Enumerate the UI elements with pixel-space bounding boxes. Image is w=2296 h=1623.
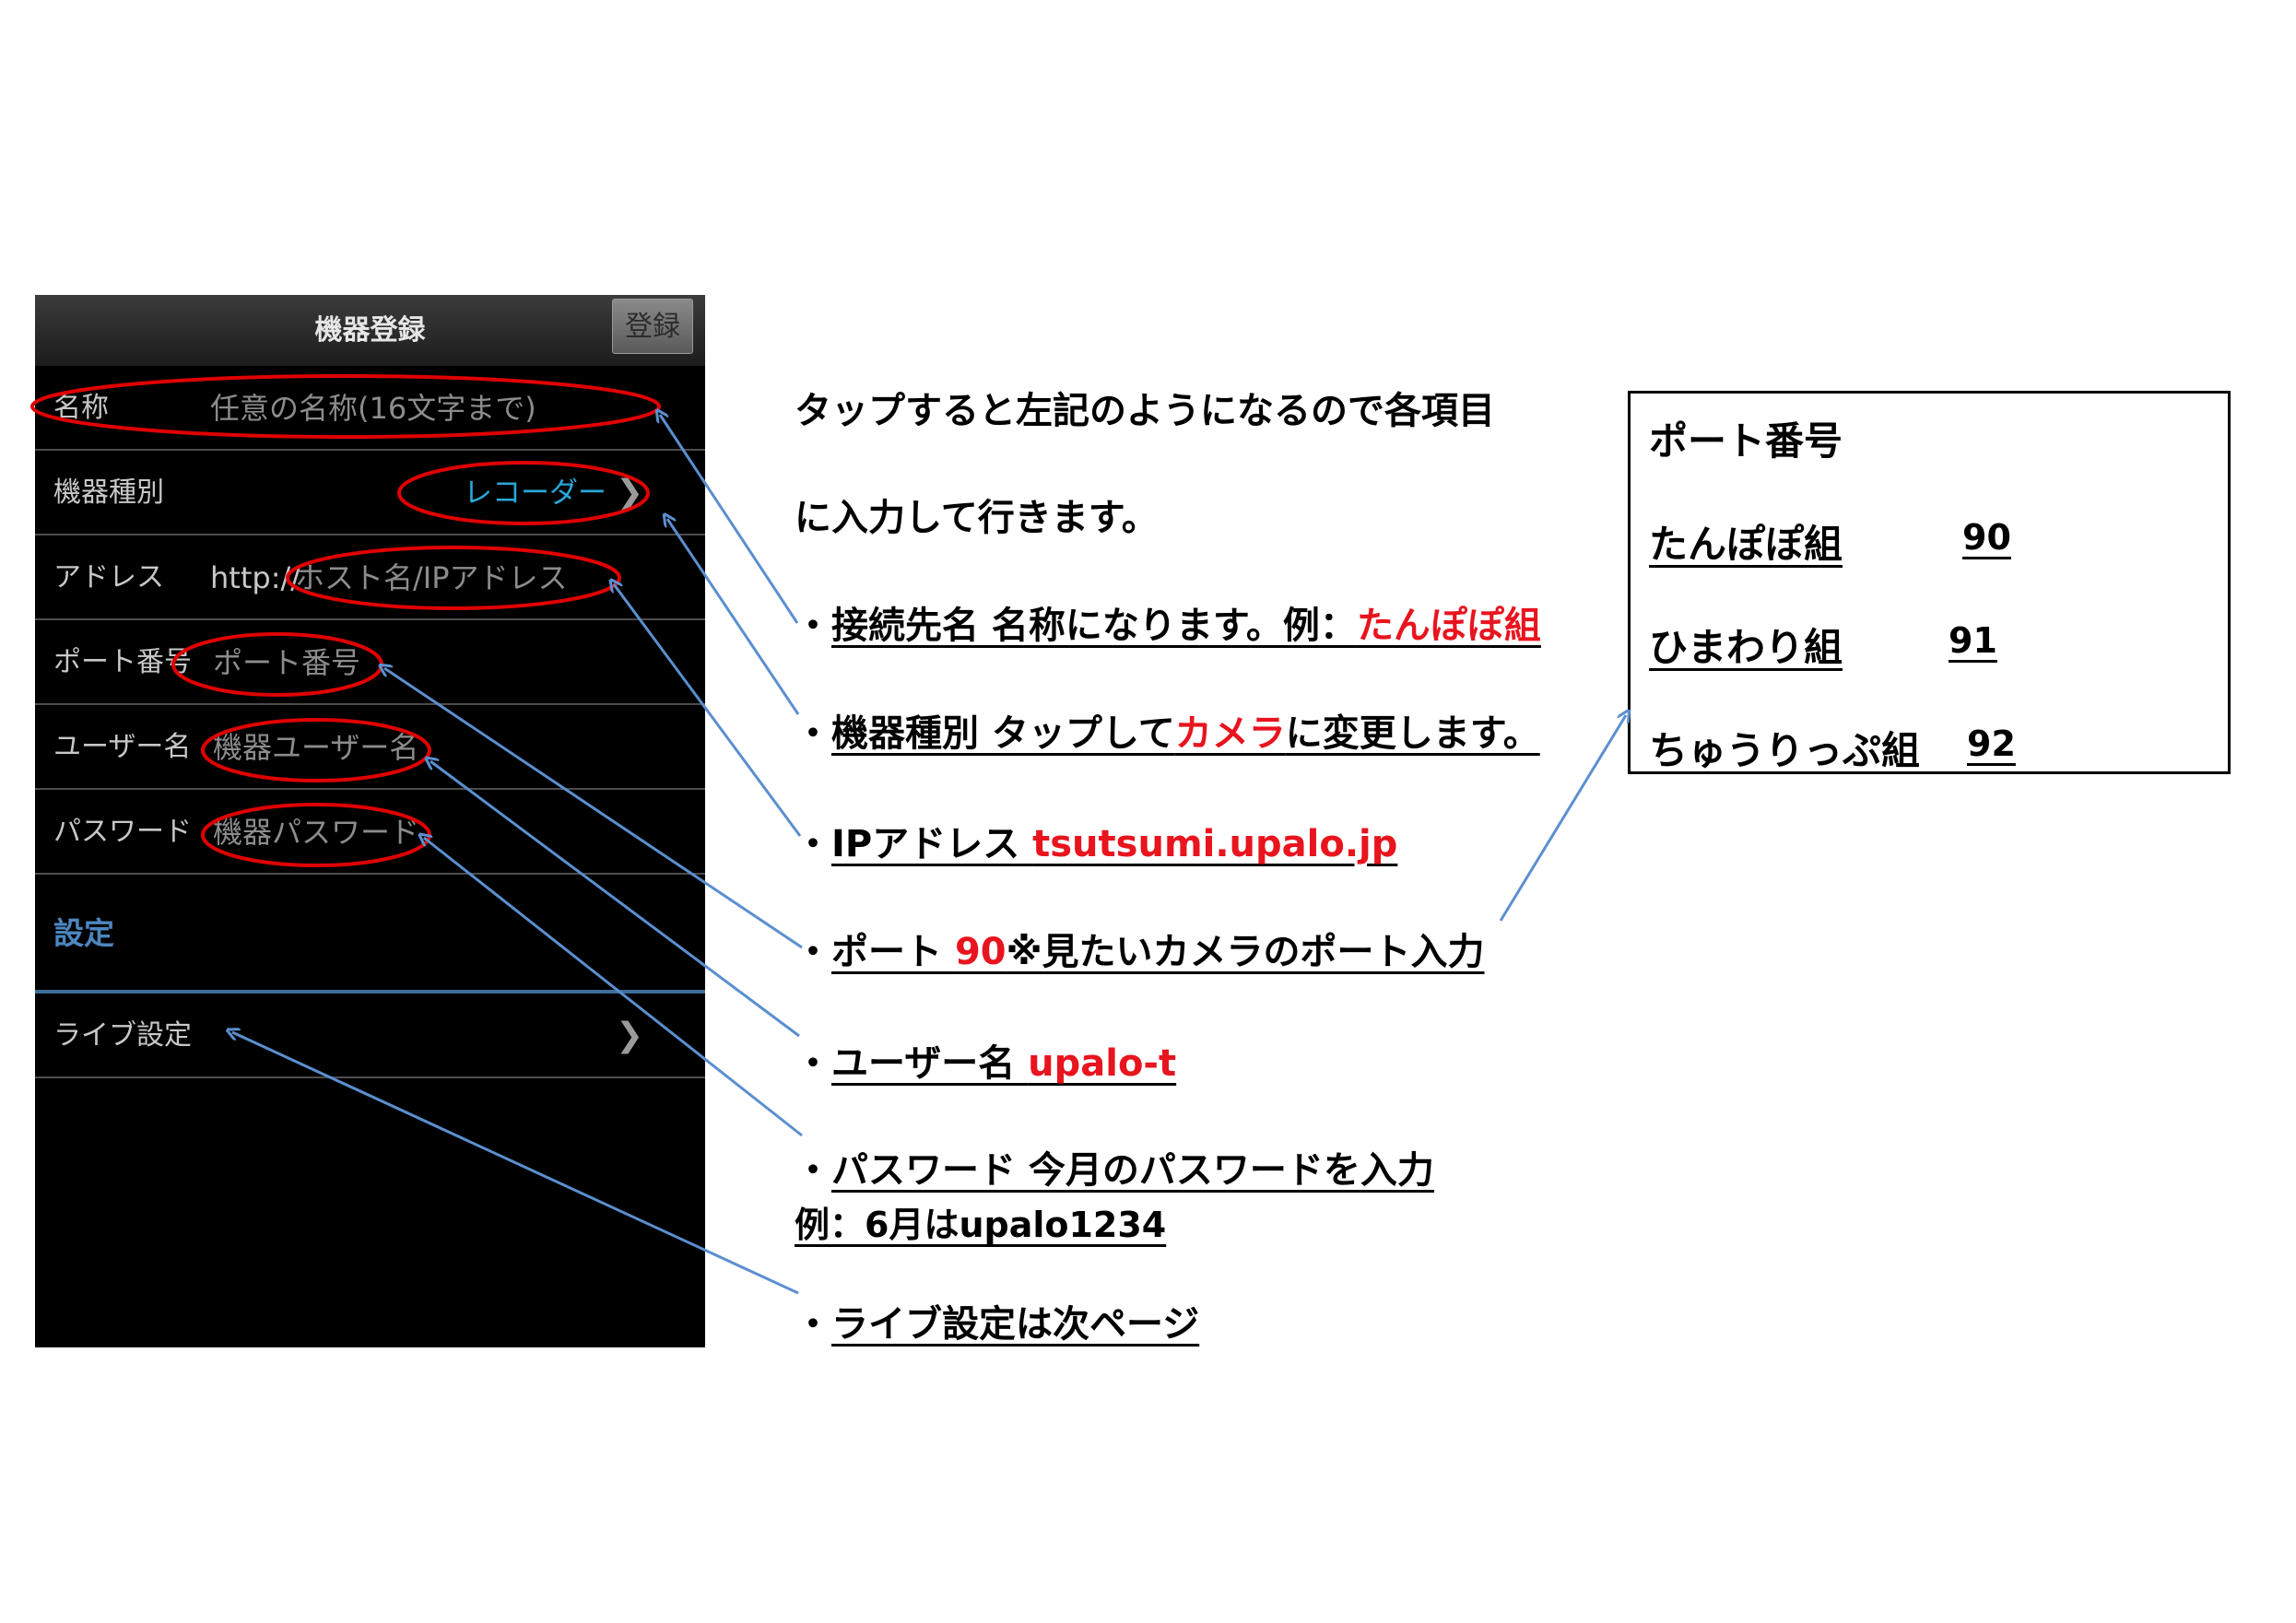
instruction-user-value: upalo-t: [1028, 1042, 1177, 1085]
instruction-type-suffix: に変更します。: [1285, 712, 1540, 755]
device-type-value[interactable]: レコーダー: [464, 476, 606, 510]
app-header: 機器登録 登録: [35, 295, 705, 366]
page-title: 機器登録: [314, 314, 426, 347]
instruction-ip-value: tsutsumi.upalo.jp: [1032, 823, 1398, 865]
bullet: ・: [795, 1042, 831, 1085]
arrow-live-settings: [232, 1032, 799, 1295]
live-settings-row[interactable]: ライブ設定 ❯: [35, 994, 705, 1078]
instruction-password: ・パスワード 今月のパスワードを入力: [795, 1140, 1434, 1194]
port-row-value: 90: [1962, 517, 2011, 558]
device-type-highlight: [397, 461, 650, 525]
instruction-ip-label: IPアドレス: [831, 823, 1033, 865]
chevron-right-icon[interactable]: ❯: [616, 1017, 644, 1054]
instruction-port-label: ポート: [831, 931, 955, 973]
instruction-port-text: ポート 90※見たいカメラのポート入力: [831, 931, 1485, 973]
password-label: パスワード: [53, 816, 192, 848]
username-field[interactable]: ユーザー名 機器ユーザー名: [35, 705, 705, 790]
instruction-name-example: たんぽぽ組: [1356, 605, 1541, 647]
live-settings-label: ライブ設定: [53, 1019, 192, 1052]
arrow-port-table: [1499, 715, 1626, 922]
username-highlight: [201, 718, 431, 782]
name-field-highlight: [30, 374, 661, 439]
password-highlight: [201, 803, 431, 867]
bullet: ・: [795, 1149, 831, 1192]
instruction-user-text: ユーザー名 upalo-t: [831, 1042, 1176, 1085]
address-highlight: [286, 546, 621, 610]
name-input[interactable]: 任意の名称(16文字まで): [210, 391, 536, 426]
arrow-name: [660, 415, 799, 624]
address-field[interactable]: アドレス http:// ホスト名/IPアドレス: [35, 535, 705, 620]
instruction-port-value: 90: [954, 931, 1007, 973]
username-label: ユーザー名: [53, 731, 192, 763]
port-field[interactable]: ポート番号 ポート番号: [35, 620, 705, 705]
bullet: ・: [795, 931, 831, 973]
address-label: アドレス: [53, 561, 164, 594]
intro-line-2: に入力して行きます。: [795, 497, 1159, 539]
password-field[interactable]: パスワード 機器パスワード: [35, 790, 705, 875]
device-type-label: 機器種別: [53, 476, 164, 509]
port-highlight: [171, 632, 383, 697]
bullet: ・: [795, 712, 831, 755]
phone-screenshot: 機器登録 登録 名称 任意の名称(16文字まで) 機器種別 レコーダー ❯ アド…: [35, 295, 705, 1347]
intro-line-1: タップすると左記のようになるので各項目: [795, 390, 1495, 432]
instruction-pw-text: パスワード 今月のパスワードを入力: [831, 1149, 1434, 1192]
port-input[interactable]: ポート番号: [213, 645, 361, 680]
instruction-type-label: 機器種別 タップして: [831, 712, 1175, 755]
instruction-name-text: 接続先名 名称になります。例：たんぽぽ組: [831, 605, 1541, 647]
instruction-type-text: 機器種別 タップしてカメラに変更します。: [831, 712, 1540, 755]
arrow-address: [614, 584, 802, 837]
arrow-device-type: [667, 519, 800, 715]
arrow-password: [424, 838, 803, 1137]
port-number-table: ポート番号 たんぽぽ組 90 ひまわり組 91 ちゅうりっぷ組 92: [1628, 391, 2231, 774]
address-prefix: http://: [210, 560, 301, 595]
settings-section-label: 設定: [53, 915, 114, 951]
port-table-title: ポート番号: [1649, 418, 1843, 464]
instruction-type-highlight: カメラ: [1174, 712, 1286, 755]
instruction-name-label: 接続先名 名称になります。例：: [831, 605, 1357, 647]
instruction-pw-example: 例：6月はupalo1234: [795, 1205, 1167, 1245]
username-input[interactable]: 機器ユーザー名: [213, 730, 419, 765]
port-row-value: 91: [1949, 620, 1997, 661]
port-row-group: ひまわり組: [1649, 625, 1843, 670]
instruction-password-example: 例：6月はupalo1234: [795, 1196, 1166, 1247]
address-input[interactable]: ホスト名/IPアドレス: [295, 560, 568, 595]
port-row-value: 92: [1967, 723, 2016, 764]
instruction-ip-text: IPアドレス tsutsumi.upalo.jp: [831, 823, 1397, 865]
instruction-username: ・ユーザー名 upalo-t: [795, 1033, 1176, 1087]
instruction-ip: ・IPアドレス tsutsumi.upalo.jp: [795, 814, 1397, 867]
settings-section-header: 設定: [35, 883, 705, 994]
bullet: ・: [795, 1303, 831, 1346]
arrow-username: [430, 761, 800, 1038]
password-input[interactable]: 機器パスワード: [213, 815, 420, 850]
device-type-field[interactable]: 機器種別 レコーダー ❯: [35, 451, 705, 535]
instruction-live-text: ライブ設定は次ページ: [831, 1303, 1200, 1346]
instruction-port-suffix: ※見たいカメラのポート入力: [1006, 931, 1485, 973]
instruction-port: ・ポート 90※見たいカメラのポート入力: [795, 922, 1485, 975]
arrow-port: [384, 668, 803, 949]
port-row-group: たんぽぽ組: [1649, 522, 1843, 567]
bullet: ・: [795, 605, 831, 647]
register-button[interactable]: 登録: [612, 299, 693, 354]
bullet: ・: [795, 823, 831, 865]
instruction-name: ・接続先名 名称になります。例：たんぽぽ組: [795, 595, 1541, 649]
port-label: ポート番号: [53, 646, 192, 678]
port-row-group: ちゅうりっぷ組: [1649, 728, 1921, 773]
instruction-device-type: ・機器種別 タップしてカメラに変更します。: [795, 703, 1540, 757]
instruction-user-label: ユーザー名: [831, 1042, 1029, 1085]
instruction-live: ・ライブ設定は次ページ: [795, 1294, 1199, 1347]
